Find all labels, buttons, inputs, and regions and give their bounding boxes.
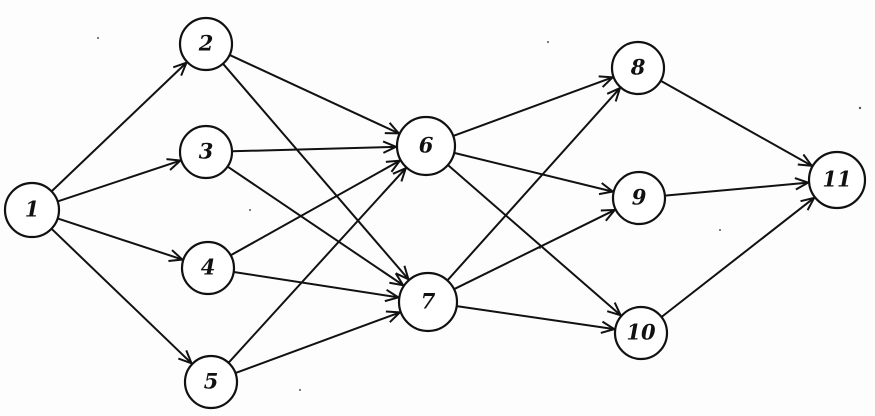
node-8: 8 <box>610 40 666 96</box>
nodes-layer: 1 2 3 4 5 6 7 8 9 10 11 <box>3 16 867 410</box>
edge-line <box>447 164 622 317</box>
node-2: 2 <box>178 16 234 72</box>
node-label: 11 <box>822 167 851 192</box>
node-label: 8 <box>630 55 646 80</box>
node-circle <box>610 40 666 96</box>
node-1: 1 <box>3 181 61 239</box>
edge-line <box>453 209 616 291</box>
scan-specks <box>97 37 862 391</box>
node-label: 5 <box>204 369 219 394</box>
edge-line <box>664 181 809 197</box>
node-6: 6 <box>395 115 457 177</box>
edge-line <box>57 159 181 203</box>
edge-line <box>57 217 183 261</box>
edge-7-10 <box>456 305 617 334</box>
node-3: 3 <box>178 124 234 180</box>
edge-4-7 <box>233 270 401 303</box>
node-label: 4 <box>201 255 216 280</box>
edge-line <box>452 76 614 137</box>
edge-line <box>227 167 407 364</box>
edge-8-11 <box>660 79 814 167</box>
node-circle <box>3 181 61 239</box>
node-5: 5 <box>183 354 239 410</box>
edge-line <box>446 87 621 282</box>
node-circle <box>807 150 867 210</box>
node-circle <box>611 170 667 226</box>
node-10: 10 <box>613 305 669 361</box>
edge-3-6 <box>231 140 399 154</box>
edge-line <box>230 159 401 257</box>
node-circle <box>178 124 234 180</box>
edge-7-9 <box>453 208 617 291</box>
edge-6-8 <box>452 75 615 137</box>
edge-line <box>222 63 410 280</box>
edge-line <box>660 197 815 318</box>
node-circle <box>613 305 669 361</box>
edge-line <box>233 270 399 299</box>
node-circle <box>183 354 239 410</box>
node-label: 7 <box>421 289 436 314</box>
edge-1-4 <box>57 217 185 262</box>
node-circle <box>178 16 234 72</box>
node-label: 3 <box>199 139 214 164</box>
edge-7-8 <box>446 86 622 282</box>
edge-line <box>229 54 400 135</box>
edge-5-7 <box>235 310 403 374</box>
node-11: 11 <box>807 150 867 210</box>
edge-line <box>235 311 401 374</box>
node-4: 4 <box>180 240 236 296</box>
edge-line <box>456 305 615 331</box>
edge-2-6 <box>229 54 402 135</box>
node-label: 9 <box>632 185 647 210</box>
edge-line <box>660 79 813 167</box>
node-label: 6 <box>419 133 434 158</box>
node-9: 9 <box>611 170 667 226</box>
edge-1-3 <box>57 158 183 203</box>
edge-10-11 <box>660 196 817 318</box>
edge-5-6 <box>227 166 408 364</box>
node-label: 10 <box>626 320 656 345</box>
edge-line <box>226 165 404 287</box>
edges-layer <box>50 54 817 374</box>
edge-line <box>231 145 397 153</box>
node-7: 7 <box>397 271 459 333</box>
edge-line <box>50 61 188 193</box>
edge-1-5 <box>50 227 194 365</box>
edge-line <box>453 151 614 193</box>
node-circle <box>397 271 459 333</box>
node-label: 2 <box>198 31 214 56</box>
node-label: 1 <box>25 197 40 222</box>
node-circle <box>395 115 457 177</box>
edge-6-9 <box>453 151 616 196</box>
edge-line <box>50 227 193 365</box>
edge-1-2 <box>50 60 189 193</box>
edge-9-11 <box>664 177 811 197</box>
node-circle <box>180 240 236 296</box>
